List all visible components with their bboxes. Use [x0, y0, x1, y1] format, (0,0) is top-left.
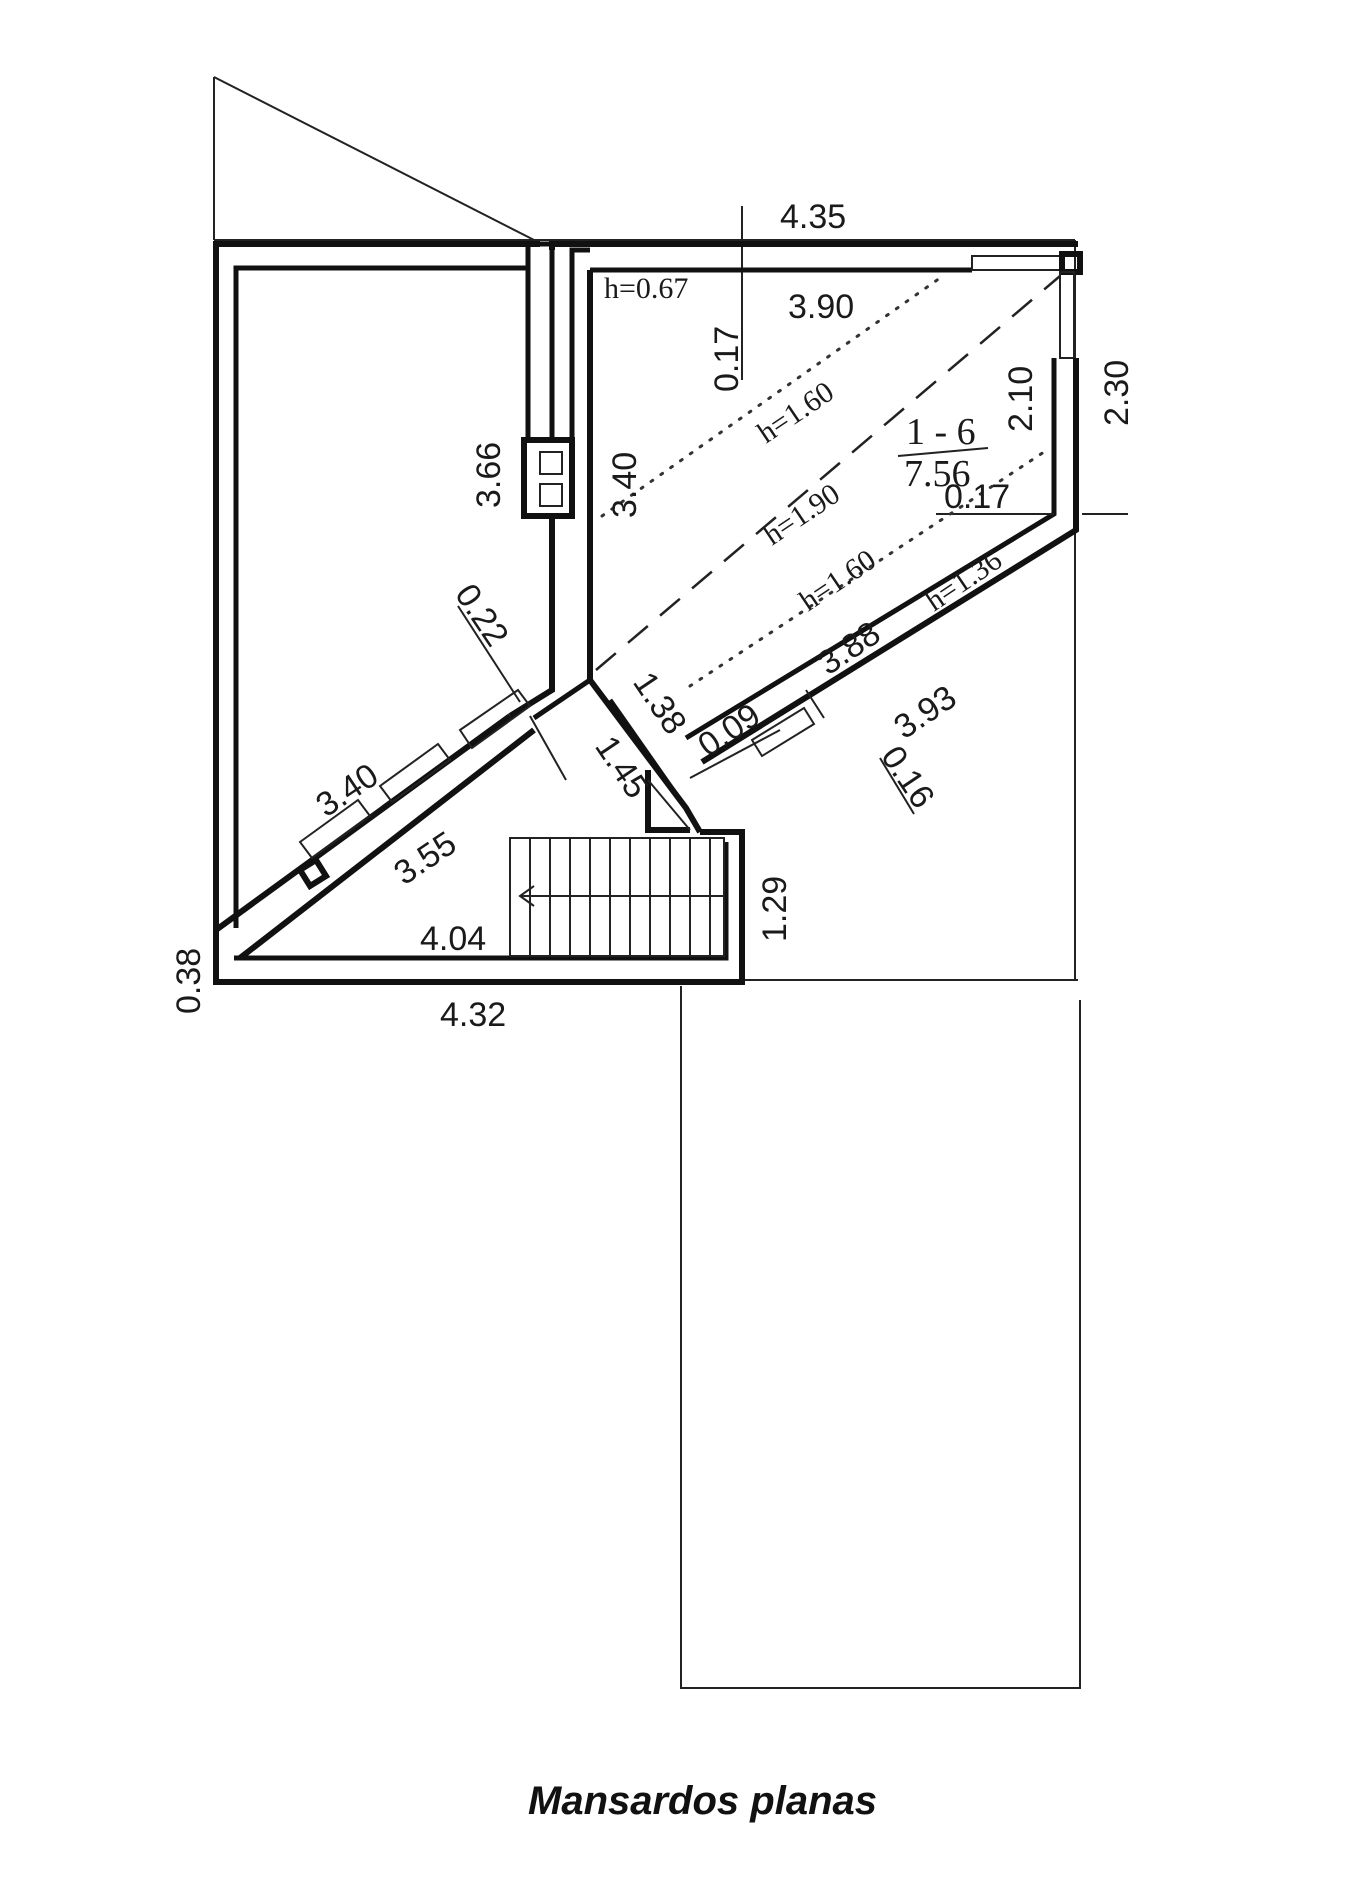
- dim-inner-right-height: 2.10: [1002, 366, 1040, 432]
- dim-left-diag-thickness: 0.22: [447, 577, 516, 653]
- dim-right-thickness: 0.17: [944, 478, 1010, 516]
- room-number: 1 - 6: [906, 411, 976, 453]
- dim-inner-top-width: 3.90: [788, 288, 854, 326]
- room-area: 7.56: [904, 453, 971, 495]
- dim-short-wall-a: 1.38: [625, 665, 694, 741]
- dim-partition-height: 3.40: [606, 452, 644, 518]
- dim-bottom-width: 4.32: [440, 996, 506, 1034]
- height-upper: h=1.60: [751, 375, 839, 450]
- room-label: 1 - 6 7.56: [897, 411, 989, 495]
- dim-left-room-height: 3.66: [470, 442, 508, 508]
- dim-bottom-inner-width: 4.04: [420, 920, 486, 958]
- height-top: h=0.67: [604, 272, 688, 305]
- dim-lower-diag-outer: 3.93: [887, 678, 963, 747]
- dim-top-width: 4.35: [780, 198, 846, 236]
- dimension-lines: [457, 513, 1128, 815]
- walls: [213, 241, 1083, 985]
- dim-top-thickness: 0.17: [708, 326, 746, 392]
- stair: [509, 837, 725, 957]
- height-lines: [595, 275, 1061, 688]
- height-ridge: h=1.90: [757, 477, 845, 552]
- dimension-labels: 4.35 3.90 0.17 2.30 2.10 0.17 3.66 3.40 …: [170, 198, 1136, 1034]
- flue-top: [539, 451, 563, 475]
- flue-bottom: [539, 483, 563, 507]
- dim-lower-diag-gap: 0.09: [691, 696, 767, 765]
- context-lines: [213, 76, 1081, 1689]
- dim-stair-height: 1.29: [756, 876, 794, 942]
- dim-right-height: 2.30: [1098, 360, 1136, 426]
- height-lower: h=1.60: [793, 543, 881, 618]
- dim-lower-diag-thickness: 0.16: [873, 739, 942, 815]
- plan-caption: Mansardos planas: [528, 1779, 877, 1823]
- dim-bottom-thickness: 0.38: [170, 948, 208, 1014]
